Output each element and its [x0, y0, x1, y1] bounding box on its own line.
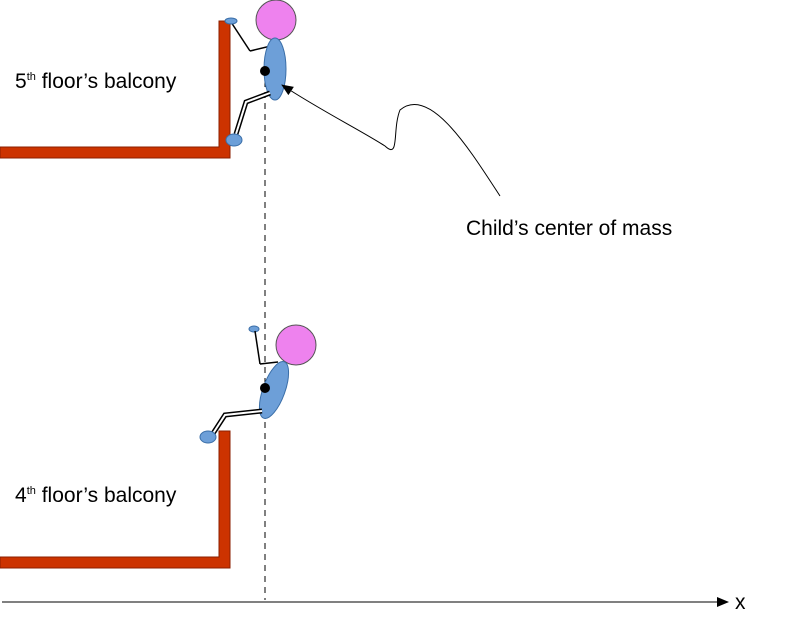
head-icon — [255, 0, 297, 41]
child-figure-5th-floor — [224, 0, 297, 147]
foot-icon — [199, 430, 217, 444]
center-of-mass-dot — [260, 383, 270, 393]
center-of-mass-label: Child’s center of mass — [466, 217, 672, 240]
leg-line — [211, 410, 263, 436]
arm-line — [259, 361, 279, 365]
leg-line — [235, 92, 271, 135]
balcony-4th-floor — [0, 430, 231, 569]
center-of-mass-dot — [260, 66, 270, 76]
arm-line — [254, 330, 261, 365]
foot-icon — [225, 133, 243, 147]
arm-line — [230, 21, 251, 52]
fifth-floor-label: 5th floor’s balcony — [15, 70, 177, 93]
hand-icon — [224, 17, 238, 25]
x-axis-label: x — [735, 591, 746, 614]
fourth-floor-label: 4th floor’s balcony — [15, 484, 177, 507]
hand-icon — [248, 325, 260, 333]
pointer-arrow — [281, 84, 501, 197]
head-icon — [275, 324, 317, 366]
child-figure-4th-floor — [199, 324, 317, 444]
